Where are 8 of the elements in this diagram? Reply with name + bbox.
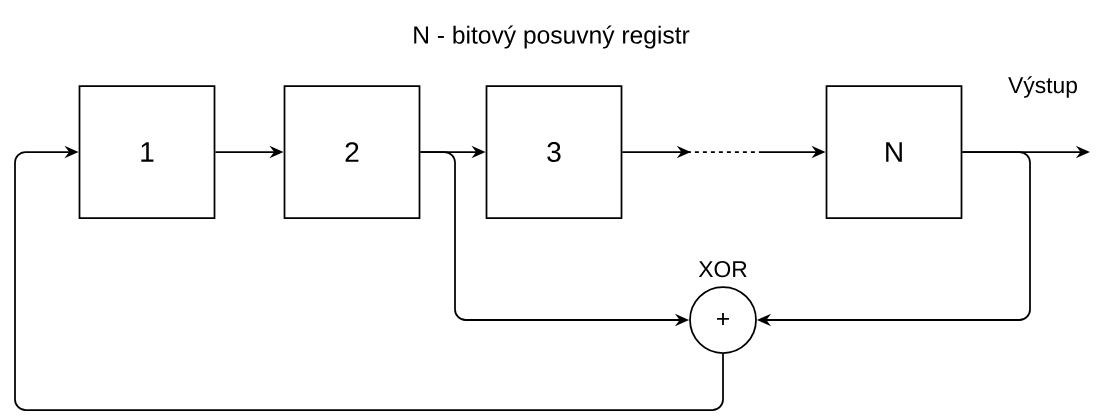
gate-label: XOR	[698, 261, 747, 278]
register-box: N	[825, 85, 963, 219]
title: N - bitový posuvný registr	[414, 25, 690, 49]
register-box: 3	[485, 85, 623, 219]
arrow	[14, 145, 724, 411]
edge-label: Výstup	[1006, 74, 1080, 100]
register-box: 2	[283, 85, 421, 219]
register-box: 1	[78, 85, 216, 219]
